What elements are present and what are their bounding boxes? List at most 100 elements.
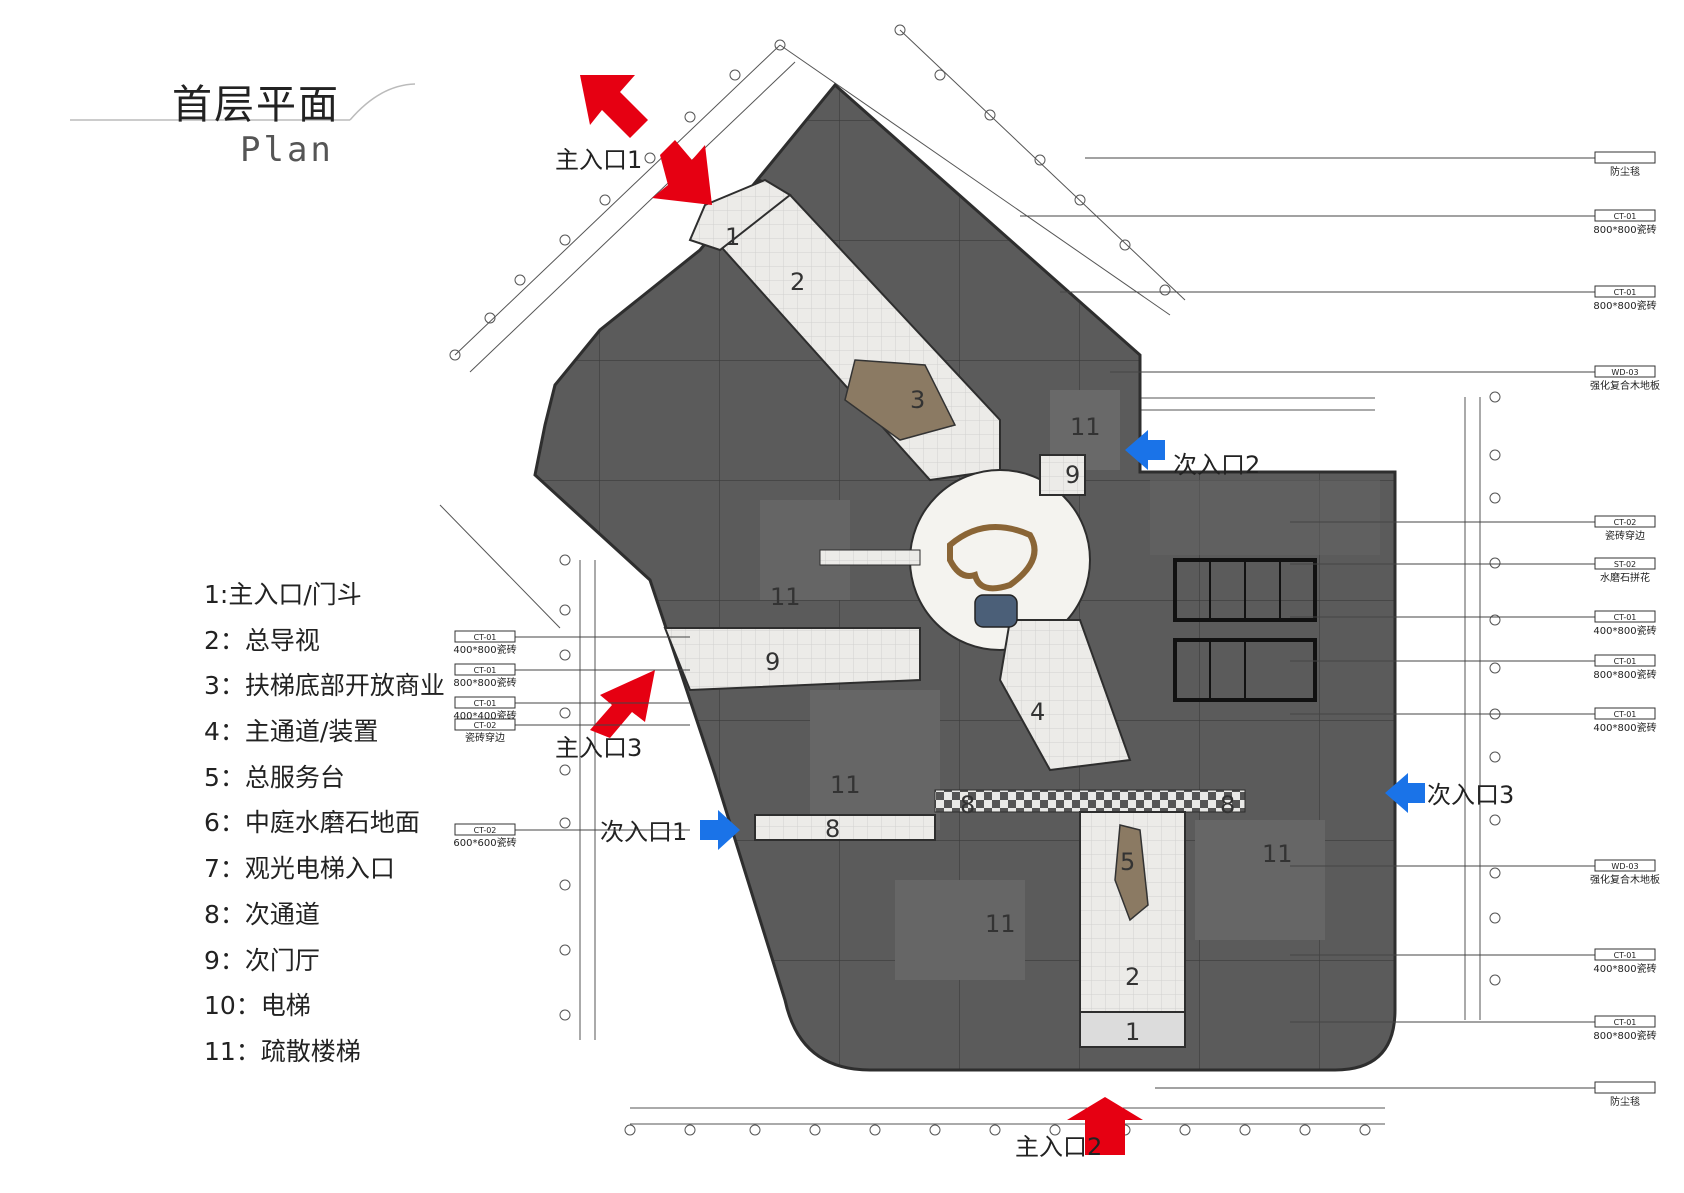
atrium-installation bbox=[947, 524, 1038, 592]
material-desc: 800*800瓷砖 bbox=[1593, 1029, 1656, 1042]
material-code: CT-01 bbox=[1614, 613, 1637, 622]
material-tag-box bbox=[1594, 209, 1656, 222]
north-arrow-icon bbox=[580, 75, 648, 138]
material-desc: 800*800瓷砖 bbox=[453, 676, 516, 689]
legend-item: 5：总服务台 bbox=[204, 762, 345, 792]
page-subtitle: Plan bbox=[240, 130, 334, 170]
material-code: CT-01 bbox=[1614, 657, 1637, 666]
material-desc: 强化复合木地板 bbox=[1590, 873, 1660, 886]
link-corridor bbox=[819, 549, 921, 566]
material-code: CT-02 bbox=[1614, 518, 1637, 527]
material-desc: 瓷砖穿边 bbox=[465, 731, 505, 744]
legend-item: 9：次门厅 bbox=[204, 945, 320, 975]
material-tag-box bbox=[1594, 151, 1656, 164]
zone-number: 9 bbox=[1065, 461, 1080, 489]
material-desc: 600*600瓷砖 bbox=[453, 836, 516, 849]
main-entrance-3-label: 主入口3 bbox=[555, 734, 642, 762]
page-title: 首层平面 bbox=[172, 82, 340, 128]
legend-item: 8：次通道 bbox=[204, 899, 320, 929]
zone-number: 11 bbox=[770, 583, 801, 611]
material-tag-box bbox=[454, 696, 516, 709]
material-code: CT-01 bbox=[1614, 951, 1637, 960]
legend: 1:主入口/门斗 2：总导视 3：扶梯底部开放商业 4：主通道/装置 5：总服务… bbox=[204, 572, 445, 1075]
material-desc: 水磨石拼花 bbox=[1600, 571, 1650, 584]
title-swoosh bbox=[349, 83, 416, 121]
zone-number: 2 bbox=[790, 268, 805, 296]
material-desc: 400*800瓷砖 bbox=[453, 643, 516, 656]
zone-number: 2 bbox=[1125, 963, 1140, 991]
material-code: CT-01 bbox=[1614, 710, 1637, 719]
material-code: ST-02 bbox=[1614, 560, 1636, 569]
material-tag-box bbox=[1594, 948, 1656, 961]
entrance-vestibule-2 bbox=[1079, 1011, 1186, 1048]
legend-item: 2：总导视 bbox=[204, 625, 320, 655]
material-code: CT-02 bbox=[474, 826, 497, 835]
room-block bbox=[1150, 480, 1380, 555]
material-code: CT-01 bbox=[474, 699, 497, 708]
material-desc: 防尘毯 bbox=[1610, 165, 1640, 178]
material-tags-right: 防尘毯 CT-01 800*800瓷砖 CT-01 800*800瓷砖 WD-03 强化复合… bbox=[1020, 151, 1660, 1108]
material-tag-box bbox=[1594, 707, 1656, 720]
material-tag-box bbox=[1594, 285, 1656, 298]
material-code: WD-03 bbox=[1611, 862, 1638, 871]
room-block bbox=[810, 690, 940, 830]
main-entrance-3-arrow-icon bbox=[590, 670, 655, 738]
sec-lobby-north bbox=[1039, 454, 1086, 496]
secondary-entrance-1-arrow-icon bbox=[700, 810, 740, 850]
legend-item: 10：电梯 bbox=[204, 991, 311, 1021]
secondary-entrance-1-label: 次入口1 bbox=[600, 818, 687, 846]
zone-number: 1 bbox=[1125, 1018, 1140, 1046]
material-tag-box bbox=[1594, 1081, 1656, 1094]
legend-item: 4：主通道/装置 bbox=[204, 717, 379, 747]
dimension-ticks bbox=[449, 24, 1501, 1136]
material-code: WD-03 bbox=[1611, 368, 1638, 377]
material-desc: 瓷砖穿边 bbox=[1605, 529, 1645, 542]
legend-item: 1:主入口/门斗 bbox=[204, 580, 362, 609]
material-desc: 强化复合木地板 bbox=[1590, 379, 1660, 392]
material-tag-box bbox=[1594, 365, 1656, 378]
zone-number: 5 bbox=[1120, 848, 1135, 876]
material-desc: 800*800瓷砖 bbox=[1593, 223, 1656, 236]
material-tag-box bbox=[1594, 515, 1656, 528]
material-tag-box bbox=[1594, 1015, 1656, 1028]
material-tag-box bbox=[1594, 557, 1656, 570]
material-tag-box bbox=[454, 718, 516, 731]
room-block bbox=[895, 880, 1025, 980]
main-entrance-1-arrow-icon bbox=[652, 140, 712, 205]
service-desk bbox=[1114, 824, 1149, 922]
material-tag-box bbox=[454, 823, 516, 836]
material-tags-left: CT-01400*800瓷砖CT-01800*800瓷砖CT-01400*400… bbox=[453, 630, 690, 849]
main-entrance-1-label: 主入口1 bbox=[555, 146, 642, 174]
zone-number: 8 bbox=[1220, 791, 1235, 819]
material-desc: 400*800瓷砖 bbox=[1593, 721, 1656, 734]
secondary-corridor-west bbox=[754, 814, 936, 841]
material-code: CT-01 bbox=[1614, 1018, 1637, 1027]
secondary-entrance-2-arrow-icon bbox=[1125, 430, 1165, 470]
zone-number: 11 bbox=[1262, 840, 1293, 868]
legend-item: 7：观光电梯入口 bbox=[204, 854, 395, 884]
material-tag-box bbox=[454, 630, 516, 643]
secondary-corridor-band bbox=[934, 789, 1246, 813]
legend-item: 11：疏散楼梯 bbox=[204, 1036, 361, 1066]
material-code: CT-01 bbox=[474, 666, 497, 675]
material-tag-box bbox=[1594, 654, 1656, 667]
material-tag-box bbox=[1594, 610, 1656, 623]
secondary-entrance-2-label: 次入口2 bbox=[1173, 451, 1260, 479]
south-diagonal-corridor bbox=[998, 619, 1132, 772]
zone-number: 9 bbox=[765, 648, 780, 676]
secondary-entrance-3-arrow-icon bbox=[1385, 773, 1425, 813]
entrance-vestibule-1 bbox=[688, 178, 792, 252]
zone-number: 1 bbox=[725, 223, 740, 251]
dimension-lines bbox=[439, 29, 1481, 1125]
zone-number: 11 bbox=[985, 910, 1016, 938]
legend-item: 3：扶梯底部开放商业 bbox=[204, 671, 445, 701]
room-block bbox=[1195, 820, 1325, 940]
main-entrance-2-arrow-icon bbox=[1067, 1097, 1143, 1155]
legend-item: 6：中庭水磨石地面 bbox=[204, 808, 420, 838]
zone-number: 11 bbox=[1070, 413, 1101, 441]
material-desc: 400*800瓷砖 bbox=[1593, 624, 1656, 637]
material-desc: 400*800瓷砖 bbox=[1593, 962, 1656, 975]
zone-number: 3 bbox=[910, 386, 925, 414]
elevator-core bbox=[1173, 558, 1317, 702]
